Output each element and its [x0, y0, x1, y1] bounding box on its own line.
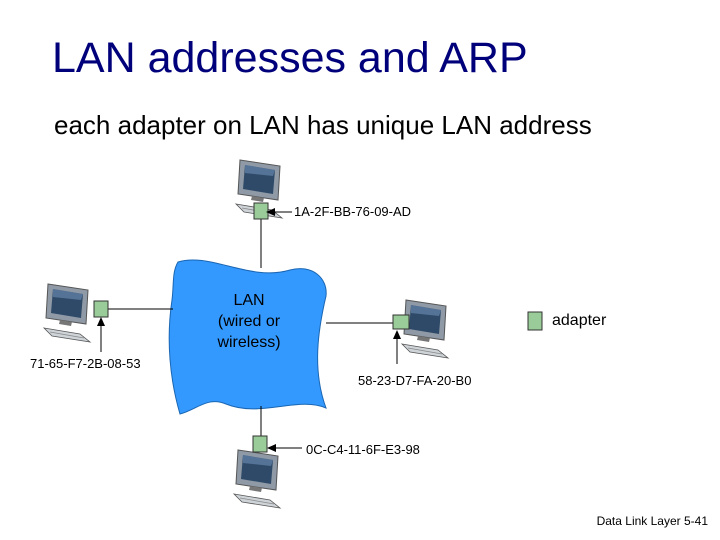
lan-label: LAN (wired or wireless) [204, 290, 294, 353]
adapter-icon-right [393, 315, 409, 329]
host-computer-bottom [234, 450, 280, 508]
lan-label-line3: wireless) [204, 332, 294, 353]
adapter-icon-top [254, 203, 268, 219]
adapter-legend-label: adapter [552, 312, 606, 330]
adapter-icon-bottom [253, 436, 267, 452]
address-top: 1A-2F-BB-76-09-AD [294, 204, 411, 219]
adapter-legend-icon [528, 312, 542, 330]
lan-label-line1: LAN [204, 290, 294, 311]
address-left: 71-65-F7-2B-08-53 [30, 356, 141, 371]
lan-label-line2: (wired or [204, 311, 294, 332]
address-right: 58-23-D7-FA-20-B0 [358, 373, 471, 388]
host-computer-left [44, 284, 90, 342]
address-bottom: 0C-C4-11-6F-E3-98 [306, 442, 420, 457]
adapter-icon-left [94, 301, 108, 317]
slide-footer: Data Link Layer 5-41 [597, 514, 708, 528]
